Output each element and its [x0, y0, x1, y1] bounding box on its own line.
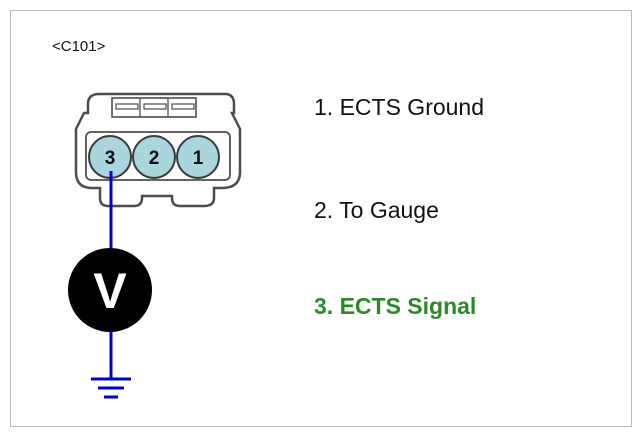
legend-item-ects-ground: 1. ECTS Ground: [314, 94, 485, 120]
legend-item-ects-signal: 3. ECTS Signal: [314, 293, 477, 319]
pin-1-number: 1: [193, 148, 204, 169]
latch-slot: [171, 103, 195, 110]
latch-slot: [115, 103, 139, 110]
legend-item-to-gauge: 2. To Gauge: [314, 197, 439, 223]
diagram-frame: [10, 10, 632, 427]
pin-3-number: 3: [105, 148, 116, 169]
voltmeter-symbol: V: [93, 263, 127, 319]
ground-icon: [91, 377, 131, 399]
pin-2-number: 2: [149, 148, 160, 169]
latch-slot: [143, 103, 167, 110]
pin-2: [132, 135, 176, 179]
connector-id-label: <C101>: [52, 38, 106, 55]
pin-1: [176, 135, 220, 179]
voltmeter-icon: [68, 248, 152, 332]
